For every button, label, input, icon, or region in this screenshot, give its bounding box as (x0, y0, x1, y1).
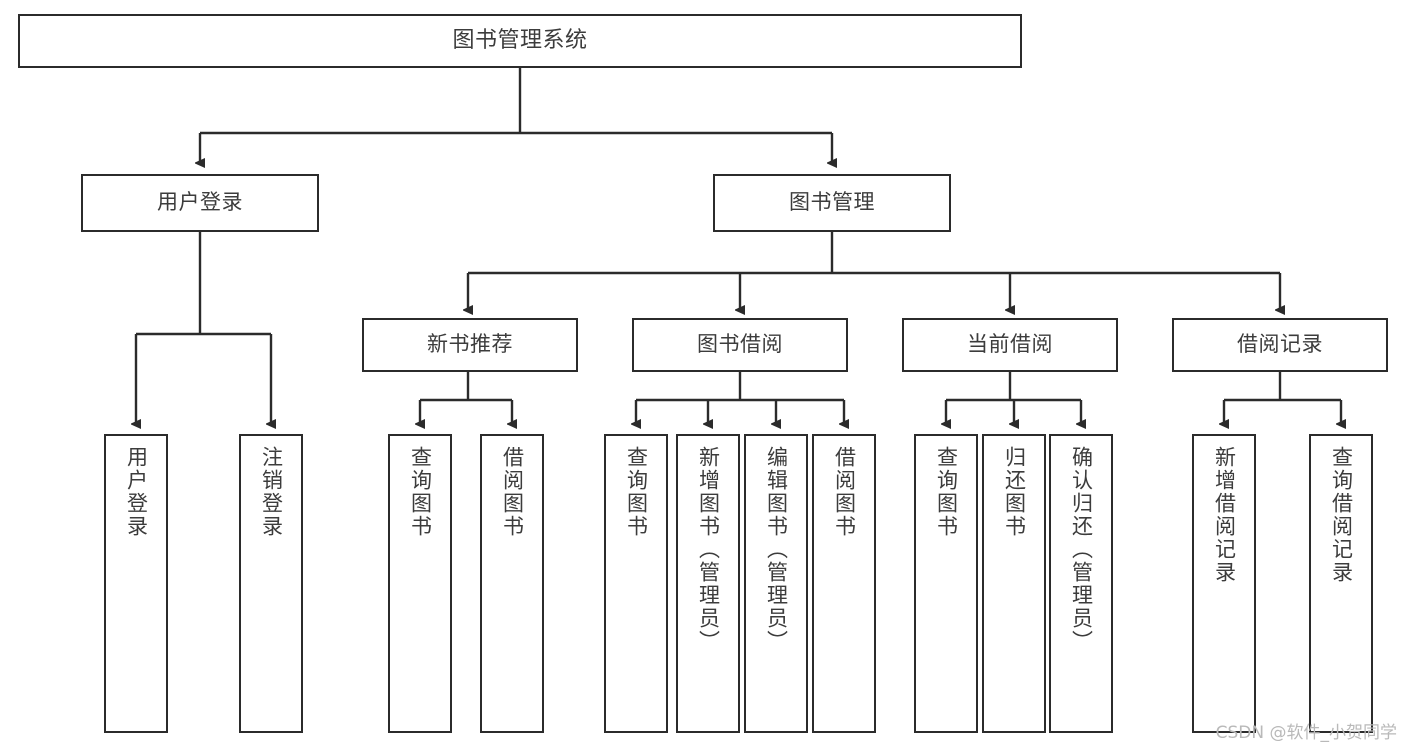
node-leaf-borrow-book-recommend[interactable]: 借阅图书 (480, 434, 544, 733)
node-label: 图书管理系统 (452, 27, 588, 53)
node-leaf-edit-book[interactable]: 编辑图书（管理员） (744, 434, 808, 733)
node-leaf-user-login[interactable]: 用户登录 (104, 434, 168, 733)
node-leaf-query-book-borrow[interactable]: 查询图书 (604, 434, 668, 733)
node-label: 新增借阅记录 (1212, 446, 1237, 584)
node-label: 注销登录 (259, 446, 284, 538)
node-label: 借阅图书 (500, 446, 525, 538)
node-label: 确认归还（管理员） (1069, 446, 1094, 653)
node-leaf-query-book-current[interactable]: 查询图书 (914, 434, 978, 733)
watermark-text: CSDN @软件_小贺同学 (1215, 723, 1397, 743)
node-label: 查询借阅记录 (1329, 446, 1354, 584)
node-label: 查询图书 (408, 446, 433, 538)
node-book-borrow[interactable]: 图书借阅 (632, 318, 848, 372)
node-borrow-record[interactable]: 借阅记录 (1172, 318, 1388, 372)
node-label: 图书借阅 (697, 332, 783, 357)
node-new-book-recommend[interactable]: 新书推荐 (362, 318, 578, 372)
node-label: 图书管理 (789, 190, 875, 215)
node-leaf-query-borrow-record[interactable]: 查询借阅记录 (1309, 434, 1373, 733)
node-root-book-management-system[interactable]: 图书管理系统 (18, 14, 1022, 68)
node-label: 查询图书 (624, 446, 649, 538)
node-label: 借阅图书 (832, 446, 857, 538)
node-book-management[interactable]: 图书管理 (713, 174, 951, 232)
node-leaf-logout[interactable]: 注销登录 (239, 434, 303, 733)
node-label: 用户登录 (124, 446, 149, 538)
node-leaf-add-borrow-record[interactable]: 新增借阅记录 (1192, 434, 1256, 733)
node-label: 当前借阅 (967, 332, 1053, 357)
node-leaf-add-book[interactable]: 新增图书（管理员） (676, 434, 740, 733)
node-label: 归还图书 (1002, 446, 1027, 538)
node-label: 查询图书 (934, 446, 959, 538)
node-user-login[interactable]: 用户登录 (81, 174, 319, 232)
node-leaf-borrow-book[interactable]: 借阅图书 (812, 434, 876, 733)
node-leaf-query-book-recommend[interactable]: 查询图书 (388, 434, 452, 733)
node-label: 新增图书（管理员） (696, 446, 721, 653)
node-label: 新书推荐 (427, 332, 513, 357)
node-label: 编辑图书（管理员） (764, 446, 789, 653)
node-label: 借阅记录 (1237, 332, 1323, 357)
node-label: 用户登录 (157, 190, 243, 215)
node-current-borrow[interactable]: 当前借阅 (902, 318, 1118, 372)
node-leaf-return-book[interactable]: 归还图书 (982, 434, 1046, 733)
node-leaf-confirm-return[interactable]: 确认归还（管理员） (1049, 434, 1113, 733)
